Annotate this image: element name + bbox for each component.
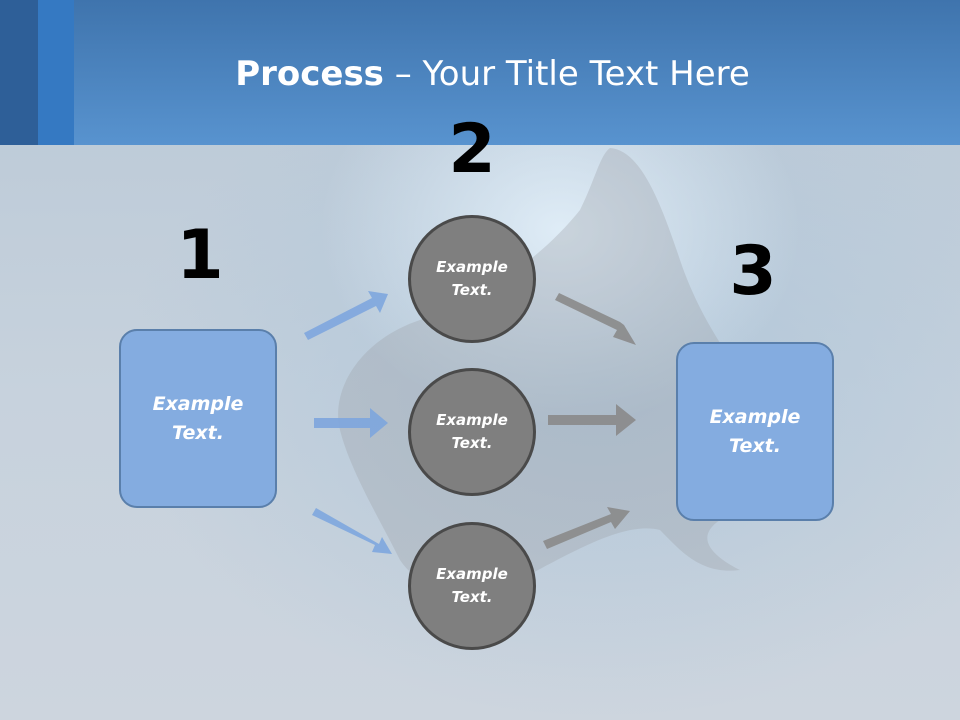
circle-bottom-line1: Example — [436, 565, 508, 583]
title-rest: – Your Title Text Here — [383, 54, 750, 94]
arrow-from-top-circle — [555, 293, 636, 345]
slide-title: Process – Your Title Text Here — [0, 52, 960, 96]
arrow-to-bottom-circle — [312, 508, 392, 554]
right-box-line2: Text. — [729, 434, 781, 457]
title-bar — [0, 0, 960, 145]
right-box-line1: Example — [709, 405, 801, 428]
arrow-from-middle-circle — [548, 404, 636, 436]
circle-middle-line2: Text. — [451, 434, 493, 452]
arrow-from-bottom-circle — [543, 507, 630, 549]
step-number-1: 1 — [176, 216, 224, 295]
arrow-to-top-circle — [304, 291, 388, 340]
step-number-3: 3 — [729, 232, 777, 311]
circle-top-line1: Example — [436, 258, 508, 276]
circle-top-line2: Text. — [451, 281, 493, 299]
circle-middle-line1: Example — [436, 411, 508, 429]
circle-bottom-line2: Text. — [451, 588, 493, 606]
arrow-to-middle-circle — [314, 408, 388, 438]
step-number-2: 2 — [448, 110, 496, 189]
title-bold: Process — [235, 54, 384, 94]
header-stripe-dark — [0, 0, 38, 145]
header-stripe-light — [38, 0, 74, 145]
left-box-line1: Example — [152, 392, 244, 415]
left-box-line2: Text. — [172, 421, 224, 444]
